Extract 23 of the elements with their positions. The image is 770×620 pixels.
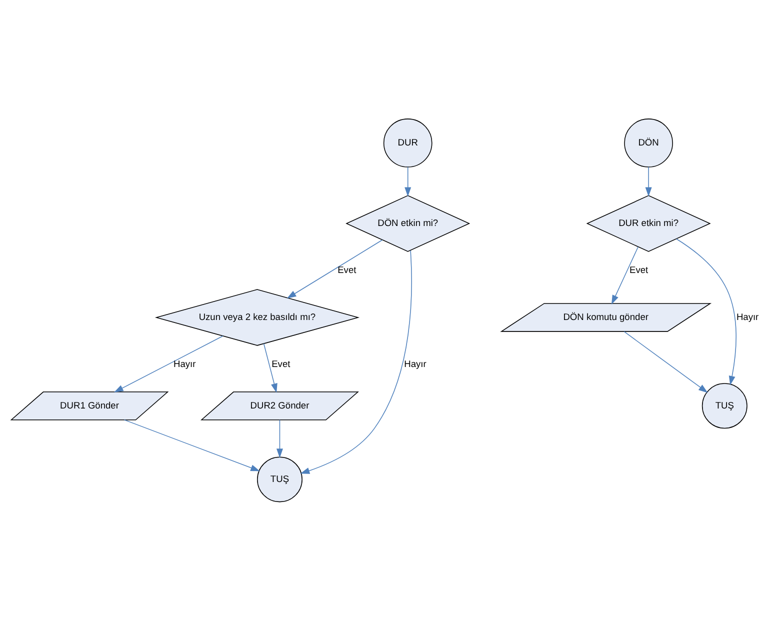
arrow <box>276 418 283 458</box>
edge-label: Evet <box>630 264 648 274</box>
node-diamond: DÖN etkin mi? <box>346 194 470 252</box>
node-diamond: DUR etkin mi? <box>586 194 711 252</box>
arrow <box>404 166 412 196</box>
node-circle: TUŞ <box>702 382 748 428</box>
arrow <box>286 239 383 298</box>
node-circle: TUŞ <box>257 456 302 502</box>
node-circle: DÖN <box>624 118 673 167</box>
arrow <box>300 250 412 474</box>
arrow <box>676 238 736 385</box>
arrow <box>114 335 224 392</box>
arrow <box>611 246 638 304</box>
edge-label: Evet <box>272 358 290 368</box>
arrow <box>124 418 260 471</box>
edge-label: Hayır <box>174 358 196 368</box>
edge-label: Hayır <box>404 358 426 368</box>
node-circle: DUR <box>383 118 432 167</box>
arrow <box>263 342 278 392</box>
edge-label: Hayır <box>736 311 759 322</box>
arrow <box>624 330 708 392</box>
edge-label: Evet <box>338 264 356 274</box>
arrow <box>645 166 652 196</box>
